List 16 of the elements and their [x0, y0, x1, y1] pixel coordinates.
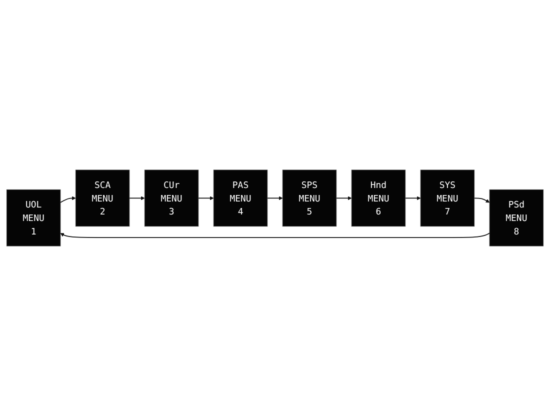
node-box: SCA MENU 2	[75, 170, 130, 227]
node-box: Hnd MENU 6	[351, 170, 406, 227]
arrow	[128, 196, 145, 200]
node-box: UOL MENU 1	[6, 189, 61, 246]
arrow	[474, 198, 490, 203]
node-box: SYS MENU 7	[420, 170, 475, 227]
arrow	[336, 196, 352, 200]
node-box: SPS MENU 5	[282, 170, 337, 227]
arrow	[60, 232, 490, 238]
arrow	[266, 196, 283, 200]
node-box: PSd MENU 8	[489, 189, 544, 246]
arrow	[198, 196, 214, 200]
arrow	[404, 196, 421, 200]
node-box: CUr MENU 3	[144, 170, 199, 227]
arrow	[60, 196, 76, 203]
node-box: PAS MENU 4	[213, 170, 268, 227]
